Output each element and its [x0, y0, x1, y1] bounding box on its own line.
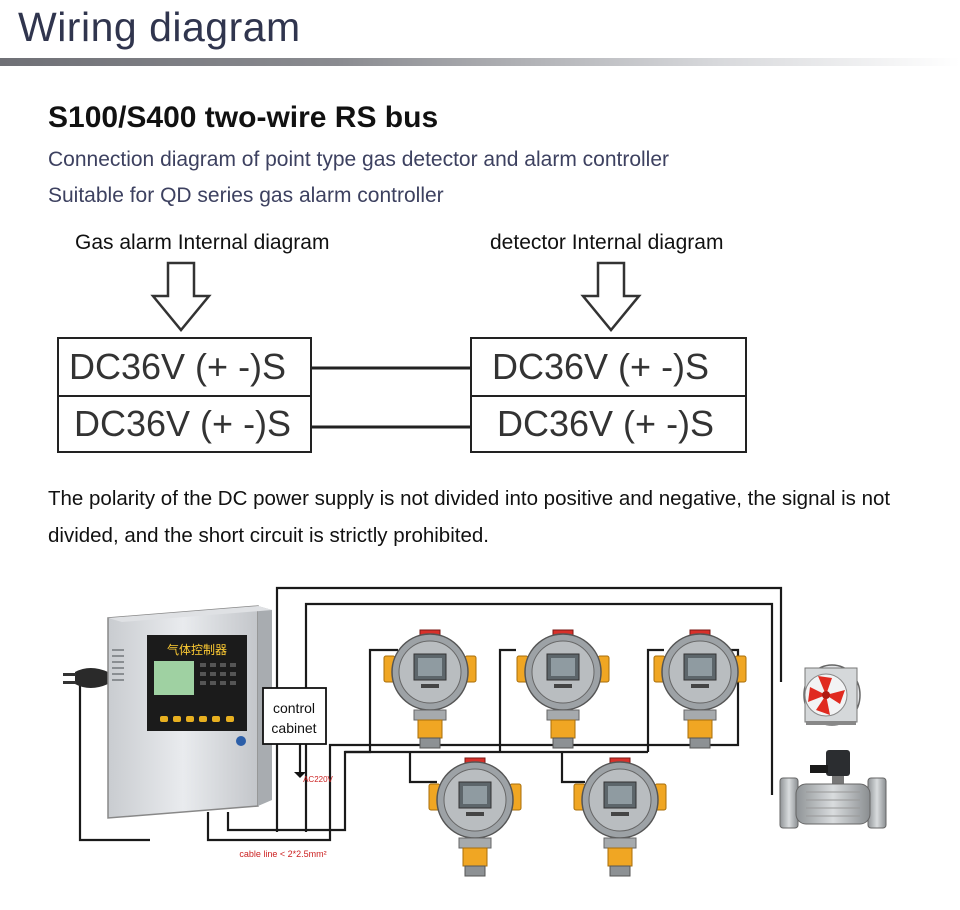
section-heading: S100/S400 two-wire RS bus: [48, 101, 439, 134]
gas-detector-4-icon: [428, 757, 522, 877]
gas-detector-2-icon: [516, 629, 610, 749]
control-cabinet-box: [262, 687, 327, 745]
section-subtitle-2: Suitable for QD series gas alarm control…: [48, 184, 444, 207]
gas-detector-5-icon: [573, 757, 667, 877]
detector-diagram-label: detector Internal diagram: [490, 231, 724, 254]
power-label: AC220V: [303, 775, 333, 784]
gas-alarm-controller-icon: 气体控制器: [107, 605, 272, 819]
power-input-icon: [294, 772, 306, 778]
control-cabinet-label-1: control: [273, 700, 315, 716]
control-cabinet-label-2: cabinet: [271, 720, 316, 736]
header-divider: [0, 58, 960, 66]
gas-detector-1-icon: [383, 629, 477, 749]
power-plug-icon: [63, 668, 108, 688]
system-wiring-diagram: 气体控制器 control cabinet AC220V cable line …: [63, 586, 887, 877]
polarity-note: The polarity of the DC power supply is n…: [48, 487, 891, 547]
page-title: Wiring diagram: [18, 4, 301, 50]
solenoid-valve-icon: [779, 750, 887, 829]
gas-detector-3-icon: [653, 629, 747, 749]
detector-terminal-1: DC36V (+ -)S: [470, 337, 747, 397]
cable-spec-label: cable line < 2*2.5mm²: [239, 849, 326, 859]
exhaust-fan-icon: [803, 664, 861, 726]
controller-terminal-1: DC36V (+ -)S: [57, 337, 312, 397]
controller-panel-label: 气体控制器: [167, 642, 227, 657]
detector-terminal-2: DC36V (+ -)S: [470, 395, 747, 453]
section-subtitle-1: Connection diagram of point type gas det…: [48, 148, 670, 171]
controller-diagram-label: Gas alarm Internal diagram: [75, 231, 330, 254]
controller-down-arrow-icon: [150, 261, 212, 332]
terminal-diagram-graphics: [150, 261, 642, 429]
detector-down-arrow-icon: [580, 261, 642, 332]
controller-terminal-2: DC36V (+ -)S: [57, 395, 312, 453]
